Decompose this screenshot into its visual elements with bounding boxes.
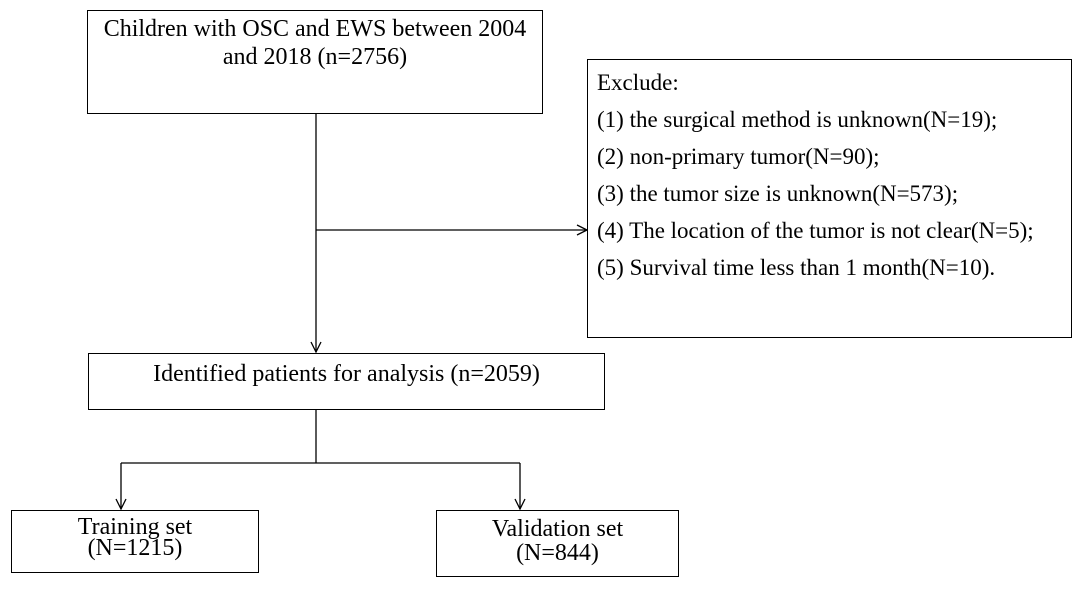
exclude-item: (4) The location of the tumor is not cle… [597, 218, 1034, 243]
validation-line-2: (N=844) [516, 540, 599, 566]
validation-set-box: Validation set (N=844) [436, 510, 679, 577]
exclude-item: (3) the tumor size is unknown(N=573); [597, 181, 959, 206]
exclude-item: (2) non-primary tumor(N=90); [597, 144, 880, 169]
source-population-box: Children with OSC and EWS between 2004 a… [87, 10, 543, 114]
exclude-item: (1) the surgical method is unknown(N=19)… [597, 107, 998, 132]
exclude-item: (5) Survival time less than 1 month(N=10… [597, 255, 996, 280]
validation-line-1: Validation set [491, 516, 624, 542]
identified-patients-box: Identified patients for analysis (n=2059… [88, 353, 605, 410]
training-line-1: Training set [77, 514, 193, 540]
training-line-2: (N=1215) [87, 535, 183, 561]
source-line-1: Children with OSC and EWS between 2004 [103, 16, 527, 42]
source-line-2: and 2018 (n=2756) [222, 44, 408, 70]
exclude-heading: Exclude: [597, 70, 679, 95]
exclusion-criteria-box: Exclude: (1) the surgical method is unkn… [587, 59, 1072, 338]
training-set-box: Training set (N=1215) [11, 510, 259, 573]
identified-label: Identified patients for analysis (n=2059… [153, 361, 540, 387]
